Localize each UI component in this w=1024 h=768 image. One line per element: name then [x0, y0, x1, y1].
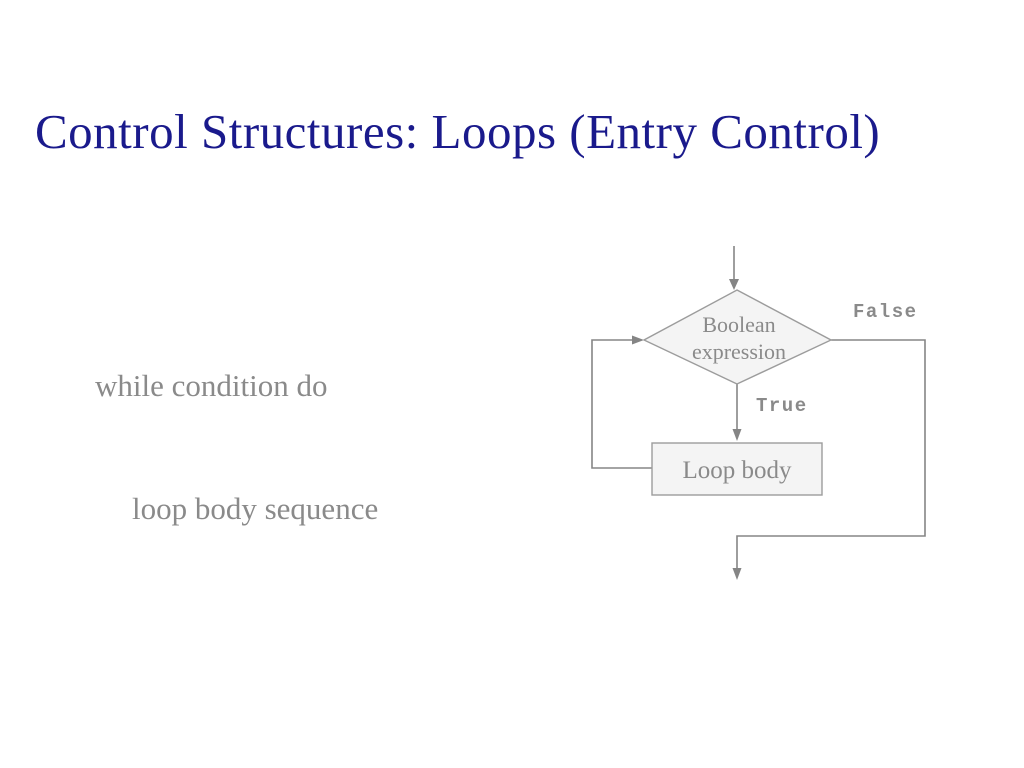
false-exit-arrowhead-icon	[732, 568, 742, 580]
false-branch-label: False	[853, 301, 918, 323]
loop-back-line	[591, 339, 652, 469]
entry-arrowhead-icon	[729, 279, 739, 290]
decision-label-line1: Boolean	[702, 312, 775, 337]
decision-diamond	[642, 289, 833, 385]
slide-title: Control Structures: Loops (Entry Control…	[35, 104, 881, 159]
pseudocode-line-body: loop body sequence	[132, 491, 379, 526]
false-exit-line	[736, 339, 926, 569]
pseudocode-line-while: while condition do	[95, 368, 328, 403]
decision-label-line2: expression	[692, 339, 786, 364]
loop-back-arrowhead-icon	[632, 335, 644, 345]
true-arrowhead-icon	[732, 429, 742, 441]
process-label: Loop body	[682, 457, 792, 484]
true-branch-label: True	[756, 395, 808, 417]
process-box	[651, 442, 823, 496]
pseudocode-block: while condition do loop body sequence	[95, 283, 378, 611]
